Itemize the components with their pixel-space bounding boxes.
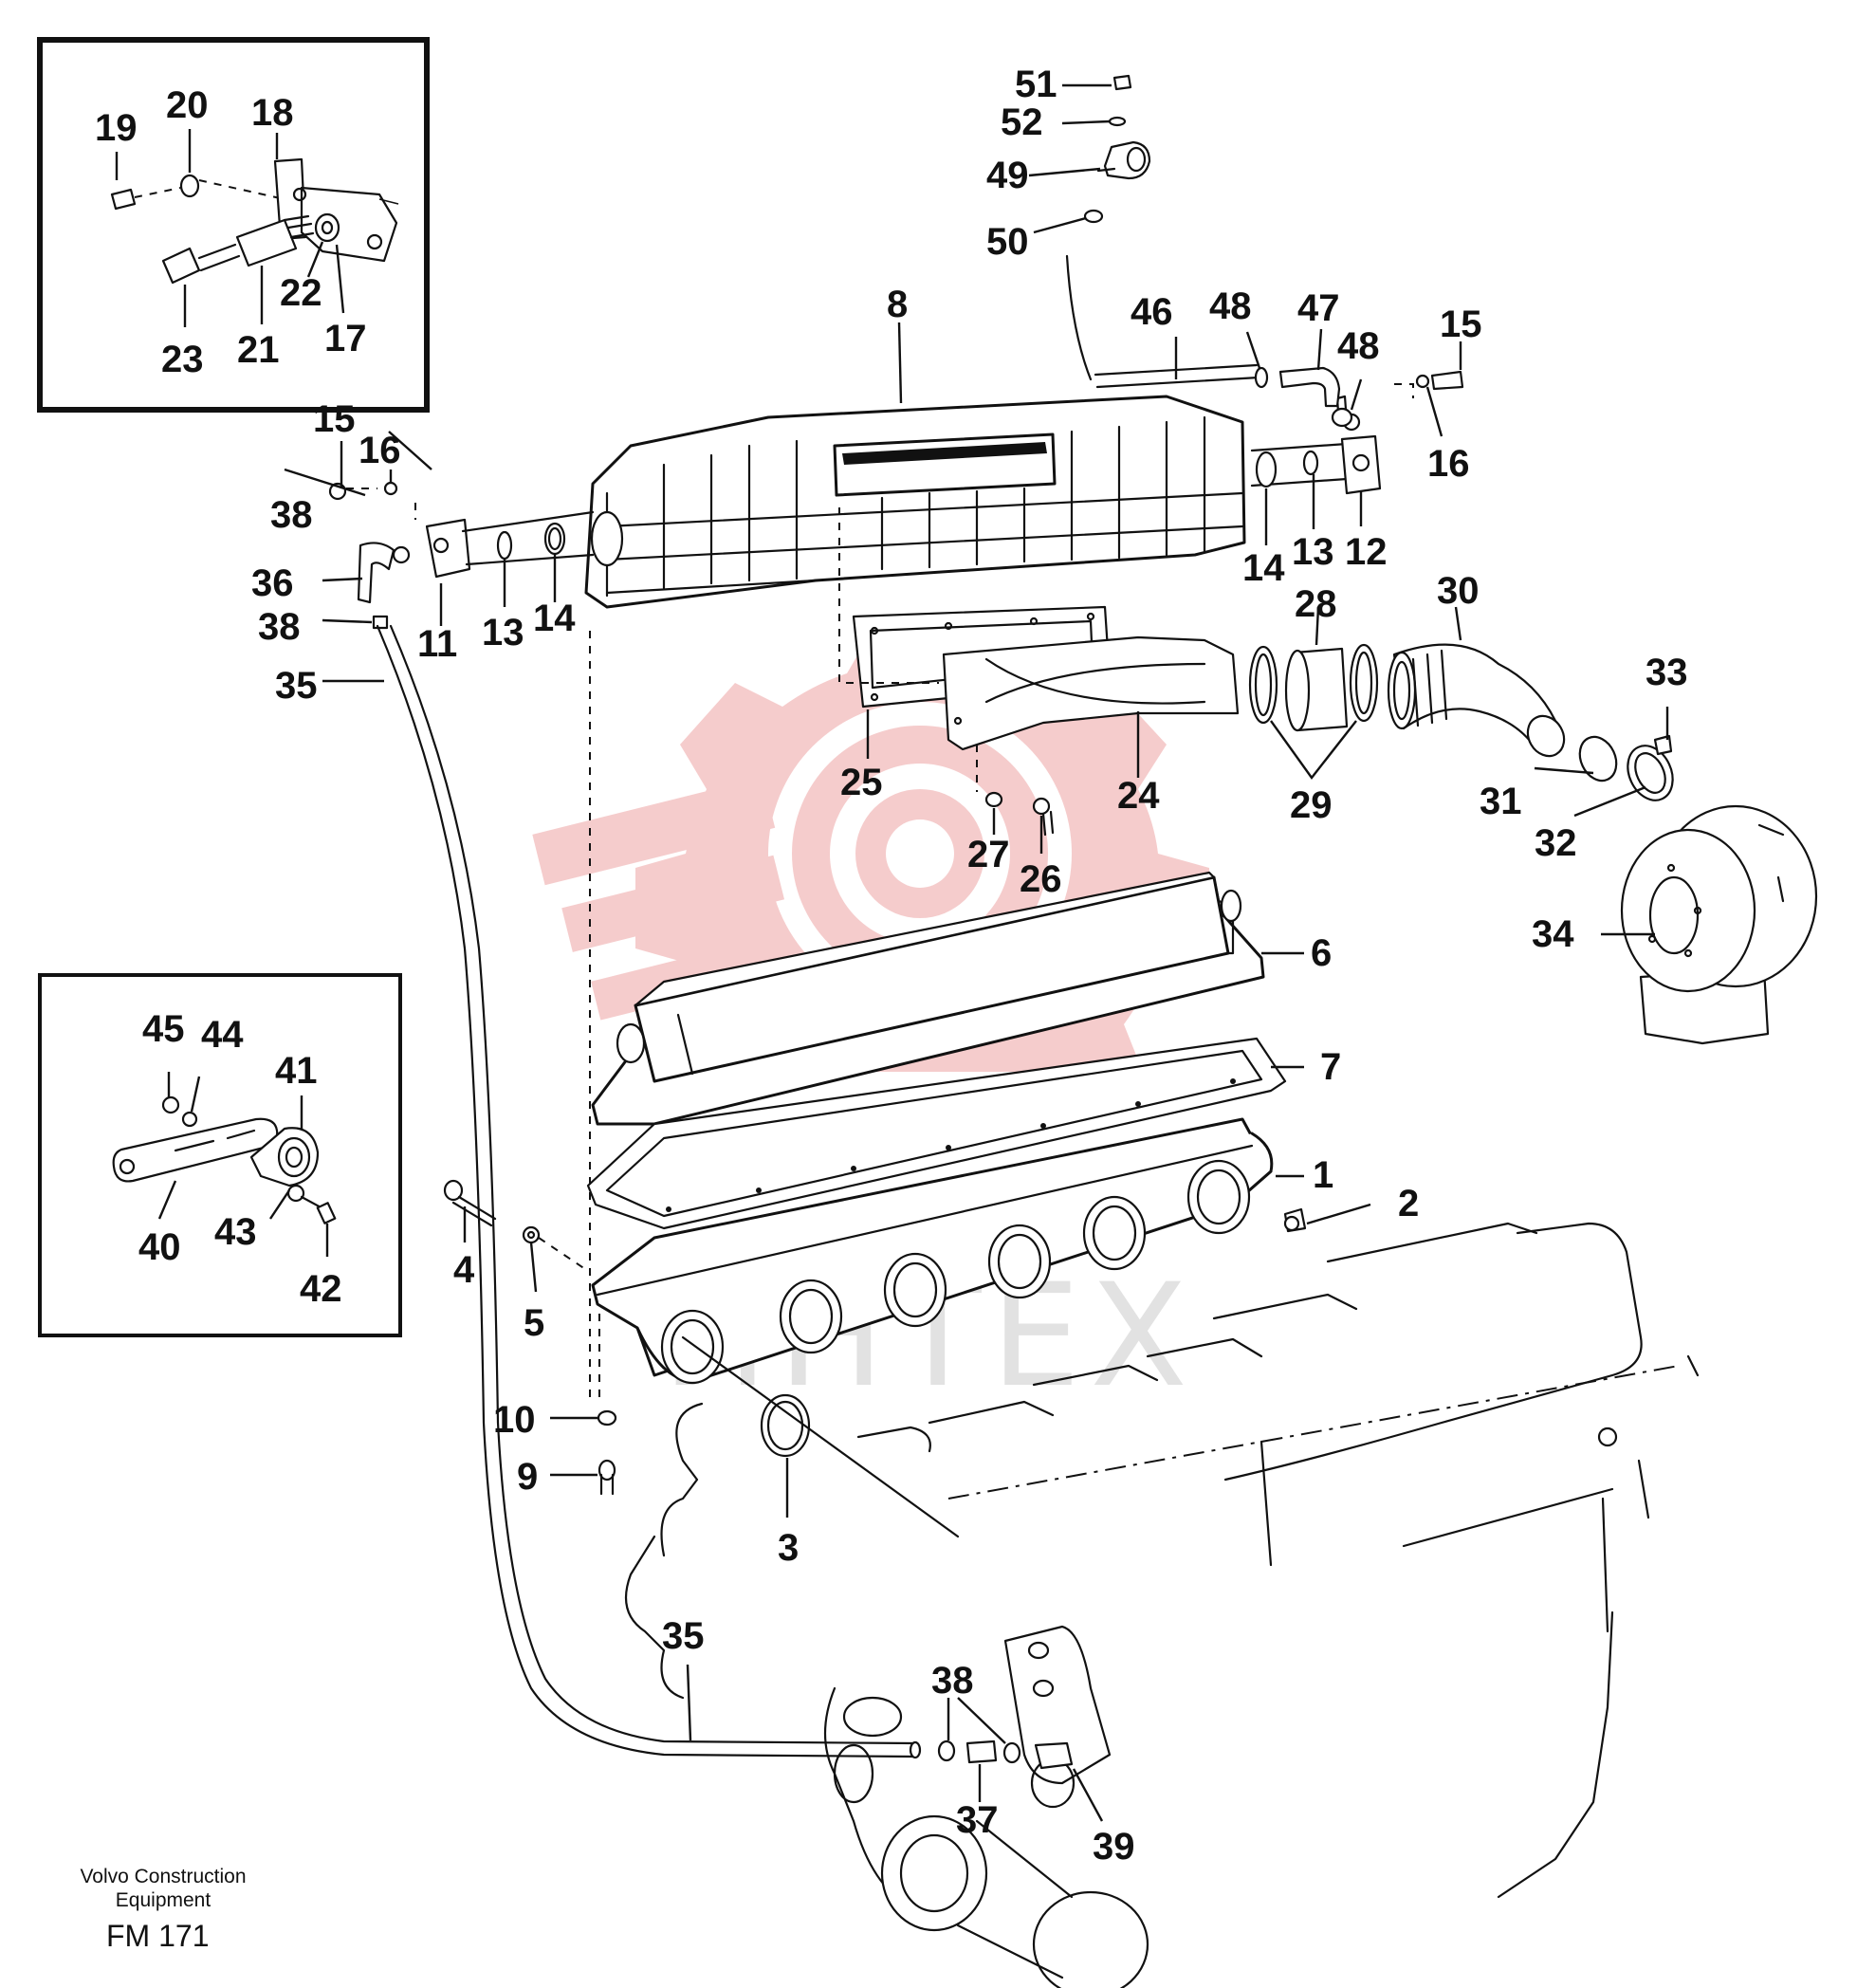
engine-block-drawing [624, 1222, 1700, 1899]
clamp-31-32-33-drawing [1578, 734, 1674, 801]
part-label-35-bottom: 35 [662, 1615, 705, 1657]
part-label-20: 20 [166, 84, 209, 126]
fitting-2-drawing [1283, 1207, 1307, 1233]
part-label-31: 31 [1480, 781, 1522, 822]
inset-box-thermostat-fitting [37, 37, 430, 413]
part-label-48b: 48 [1337, 325, 1380, 367]
part-label-36: 36 [251, 562, 294, 604]
hose-clamps-28-29-drawing [1248, 643, 1379, 732]
leader-lines [284, 83, 1669, 1822]
part-label-16-left: 16 [359, 430, 401, 471]
part-label-41: 41 [275, 1050, 318, 1092]
intake-cover-8-drawing [584, 395, 1246, 609]
part-label-52: 52 [1001, 101, 1043, 143]
intercooler-6-drawing [591, 871, 1265, 1126]
turbocharger-34-drawing [1620, 804, 1818, 1045]
part-label-15-left: 15 [313, 398, 356, 440]
bolt-9-10-drawing [589, 631, 617, 1496]
part-label-8: 8 [887, 284, 908, 325]
part-label-33: 33 [1646, 652, 1688, 693]
part-label-42: 42 [300, 1268, 342, 1310]
part-label-40: 40 [138, 1226, 181, 1268]
bolt-26-27-drawing [984, 791, 1055, 837]
bolt-42-43-drawing [286, 1184, 337, 1224]
part-label-49: 49 [986, 155, 1029, 196]
part-label-48a: 48 [1209, 285, 1252, 327]
part-label-46: 46 [1131, 291, 1173, 333]
part-label-45: 45 [142, 1008, 185, 1050]
footer: Volvo Construction Equipment FM 171 [80, 1866, 246, 1953]
pipe-35-drawing [376, 624, 1074, 1770]
bolt-19-drawing [110, 174, 285, 211]
intake-manifold-1-drawing [591, 1117, 1274, 1385]
part-label-32: 32 [1535, 822, 1577, 864]
part-label-38-top: 38 [270, 494, 313, 536]
bolt-4-5-drawing [443, 1179, 589, 1272]
part-label-3: 3 [778, 1527, 799, 1569]
part-label-34: 34 [1532, 913, 1574, 955]
part-label-4: 4 [453, 1249, 475, 1291]
part-label-13-left: 13 [482, 612, 524, 653]
part-label-14-left: 14 [533, 598, 576, 639]
part-label-16-right: 16 [1427, 443, 1470, 485]
part-label-9: 9 [517, 1456, 538, 1498]
part-label-18: 18 [251, 92, 294, 134]
part-label-39: 39 [1093, 1826, 1135, 1868]
part-label-25: 25 [840, 762, 883, 803]
part-label-38-bottom: 38 [931, 1660, 974, 1702]
elbow-24-25-drawing [838, 507, 1240, 792]
part-label-30: 30 [1437, 570, 1480, 612]
part-label-37: 37 [956, 1799, 999, 1841]
part-label-5: 5 [524, 1302, 544, 1344]
part-labels: 19 20 18 22 17 23 21 51 52 49 50 8 46 48… [95, 64, 1688, 1868]
part-label-47: 47 [1297, 287, 1340, 329]
bracket-40-drawing [112, 1117, 279, 1183]
footer-brand-line1: Volvo Construction [80, 1866, 246, 1887]
part-label-7: 7 [1320, 1046, 1341, 1088]
part-label-21: 21 [237, 329, 280, 371]
part-label-22: 22 [280, 272, 322, 314]
inset-box-bracket [38, 973, 402, 1337]
part-label-27: 27 [967, 834, 1010, 875]
part-label-29: 29 [1290, 784, 1333, 826]
part-label-26: 26 [1020, 858, 1062, 900]
footer-code: FM 171 [106, 1919, 209, 1953]
sensor-49-52-drawing [1083, 74, 1151, 224]
gasket-7-drawing [586, 1037, 1287, 1230]
part-label-1: 1 [1313, 1154, 1333, 1196]
part-label-19: 19 [95, 107, 138, 149]
part-label-38-mid: 38 [258, 606, 301, 648]
part-label-28: 28 [1295, 583, 1337, 625]
part-label-44: 44 [201, 1014, 244, 1056]
hose-30-drawing [1387, 643, 1566, 758]
part-label-6: 6 [1311, 932, 1332, 974]
part-label-14-right: 14 [1242, 547, 1285, 589]
part-label-2: 2 [1398, 1183, 1419, 1224]
part-label-15-right: 15 [1440, 304, 1482, 345]
part-label-43: 43 [214, 1211, 257, 1253]
part-label-11: 11 [417, 623, 457, 665]
part-label-23: 23 [161, 339, 204, 380]
part-label-17: 17 [324, 318, 367, 359]
part-label-50: 50 [986, 221, 1029, 263]
bracket-18-drawing [273, 157, 399, 263]
pulleys-drawing [823, 1625, 1149, 1988]
pipe-fittings-left [328, 481, 595, 630]
part-label-10: 10 [493, 1399, 536, 1441]
gasket-3-drawing [681, 1335, 960, 1538]
fitting-21-22-drawing [161, 212, 340, 285]
part-label-24: 24 [1117, 775, 1160, 817]
part-label-12: 12 [1345, 531, 1388, 573]
part-label-51: 51 [1015, 64, 1057, 105]
part-label-35-top: 35 [275, 665, 318, 707]
part-label-13-right: 13 [1292, 531, 1334, 573]
footer-brand-line2: Equipment [116, 1889, 211, 1911]
clamp-41-drawing [249, 1127, 320, 1187]
